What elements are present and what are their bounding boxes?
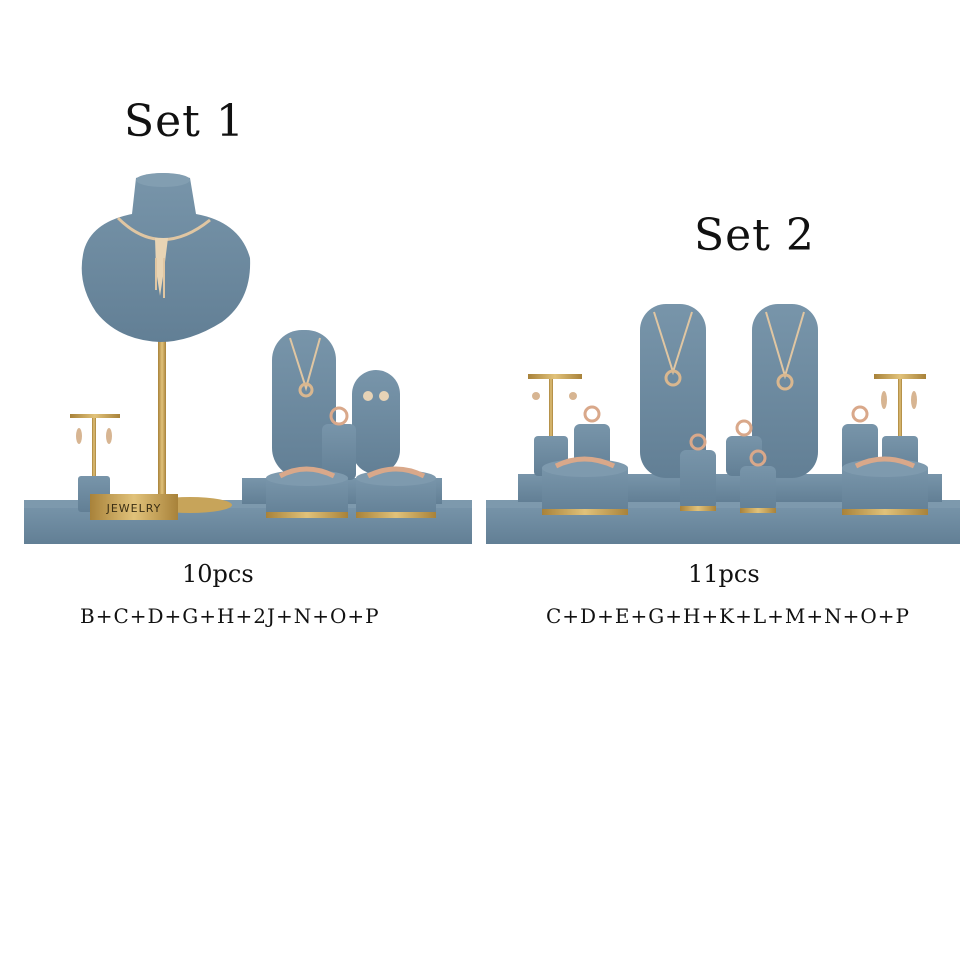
bangle-drum-left: [266, 466, 348, 518]
set-2-codes: C+D+E+G+H+K+L+M+N+O+P: [546, 604, 910, 628]
plaque-label: JEWELRY: [106, 502, 162, 515]
bangle-drum-set2-left: [542, 456, 628, 515]
jewelry-plaque: JEWELRY: [90, 494, 178, 520]
set-2-display: [486, 304, 960, 544]
ring-column: [322, 406, 356, 480]
ring-column-center-right: [740, 449, 776, 513]
set-1-codes: B+C+D+G+H+2J+N+O+P: [80, 604, 380, 628]
necklace-stand-right: [752, 304, 818, 478]
earring-oval-stand: [352, 370, 400, 474]
ring-column-center-left: [680, 433, 716, 511]
necklace-bust: [81, 173, 251, 513]
pendant-stand: [272, 330, 336, 478]
set-2-title: Set 2: [694, 210, 815, 261]
necklace-stand-left: [640, 304, 706, 478]
set-1-display: JEWELRY: [24, 173, 472, 544]
set-1-title: Set 1: [124, 96, 245, 147]
bangle-drum-set2-right: [842, 456, 928, 515]
set-2-count: 11pcs: [688, 560, 760, 588]
set-1-count: 10pcs: [182, 560, 254, 588]
bangle-drum-right: [356, 466, 436, 518]
